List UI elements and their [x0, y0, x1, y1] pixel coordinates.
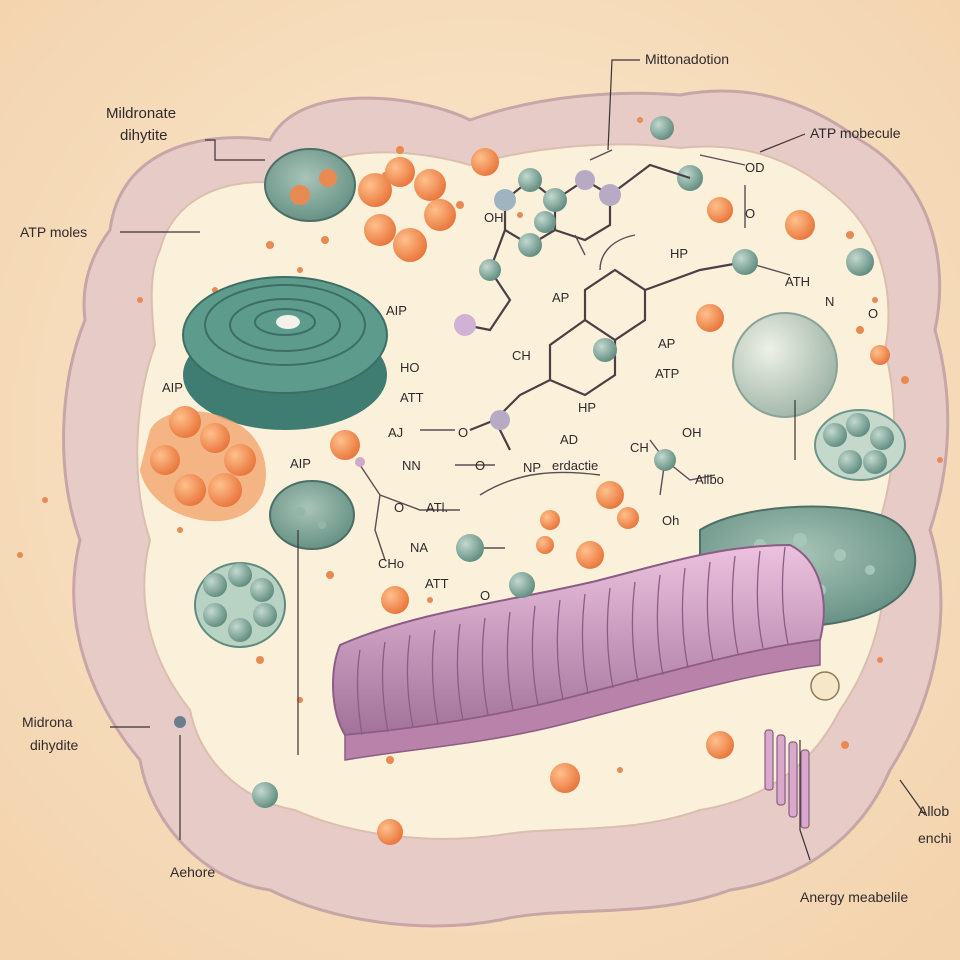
- callout-atp-molecule: ATP mobecule: [810, 125, 901, 141]
- mol-label-ch-1: CH: [512, 348, 531, 363]
- large-sphere: [732, 312, 838, 418]
- small-stack: [764, 729, 810, 829]
- callout-ashore: Aehore: [170, 864, 215, 880]
- mol-label-alp-2: AIP: [290, 456, 311, 471]
- mol-label-o-3: O: [394, 500, 404, 515]
- callout-right-bottom-2: enchi: [918, 830, 951, 846]
- mol-label-att: ATT: [400, 390, 424, 405]
- callout-top-left-2: dihytite: [120, 127, 168, 144]
- mol-label-nn: NN: [402, 458, 421, 473]
- mol-label-oh-3: Oh: [662, 513, 679, 528]
- green-disc-organelle: [182, 276, 388, 430]
- mol-label-o-1: O: [458, 425, 468, 440]
- mol-label-oh-1: OH: [484, 210, 504, 225]
- mol-label-ap-center: AP: [552, 290, 569, 305]
- callout-right-bottom-1: Allob: [918, 803, 949, 819]
- orange-cluster-left: [140, 406, 266, 522]
- golgi-stack: [332, 543, 825, 761]
- mol-label-o-4: O: [480, 588, 490, 603]
- callout-bottom-left-2: dihydite: [30, 737, 78, 753]
- mol-label-atl: ATl.: [426, 500, 448, 515]
- callout-anergy: Anergy meabelile: [800, 889, 908, 905]
- scattered-balls: [174, 116, 890, 845]
- teal-vesicle-top-left: [264, 148, 356, 222]
- teal-cluster-right: [814, 409, 906, 481]
- mol-label-o-2: O: [475, 458, 485, 473]
- mol-label-cho: CHo: [378, 556, 404, 571]
- mol-label-ad: AD: [560, 432, 578, 447]
- callout-mitochondrion: Mittonadotion: [645, 51, 729, 67]
- mol-label-o-6: O: [868, 306, 878, 321]
- mol-label-alp-left: AIP: [162, 380, 183, 395]
- mol-label-np: NP: [523, 460, 541, 475]
- mol-label-alp-1: AIP: [386, 303, 407, 318]
- mol-label-no: N: [825, 294, 834, 309]
- teal-cluster-left: [194, 562, 286, 648]
- molecule-atoms: [355, 168, 758, 562]
- mol-label-atp-right: ATP: [655, 366, 679, 381]
- mol-label-o-5: O: [745, 206, 755, 221]
- mol-label-ath: ATH: [785, 274, 810, 289]
- mol-label-att-2: ATT: [425, 576, 449, 591]
- mol-label-erdactie: erdactie: [552, 458, 598, 473]
- mol-label-hp-mid: HP: [578, 400, 596, 415]
- mol-label-hp-top: HP: [670, 246, 688, 261]
- mol-label-oh-2: OH: [682, 425, 702, 440]
- mol-label-aj: AJ: [388, 425, 403, 440]
- mol-label-ho: HO: [400, 360, 420, 375]
- teal-vesicle-center: [269, 480, 355, 550]
- callout-top-left-1: Mildronate: [106, 105, 176, 122]
- mol-label-na: NA: [410, 540, 428, 555]
- mol-label-ap-right: AP: [658, 336, 675, 351]
- orange-cluster-top: [358, 157, 456, 262]
- callout-bottom-left-1: Midrona: [22, 714, 73, 730]
- leader-lines: [110, 59, 926, 861]
- mol-label-ch-2: CH: [630, 440, 649, 455]
- mol-label-allbo: Allbo: [695, 472, 724, 487]
- mol-label-od: OD: [745, 160, 765, 175]
- callout-atp-moles: ATP moles: [20, 224, 87, 240]
